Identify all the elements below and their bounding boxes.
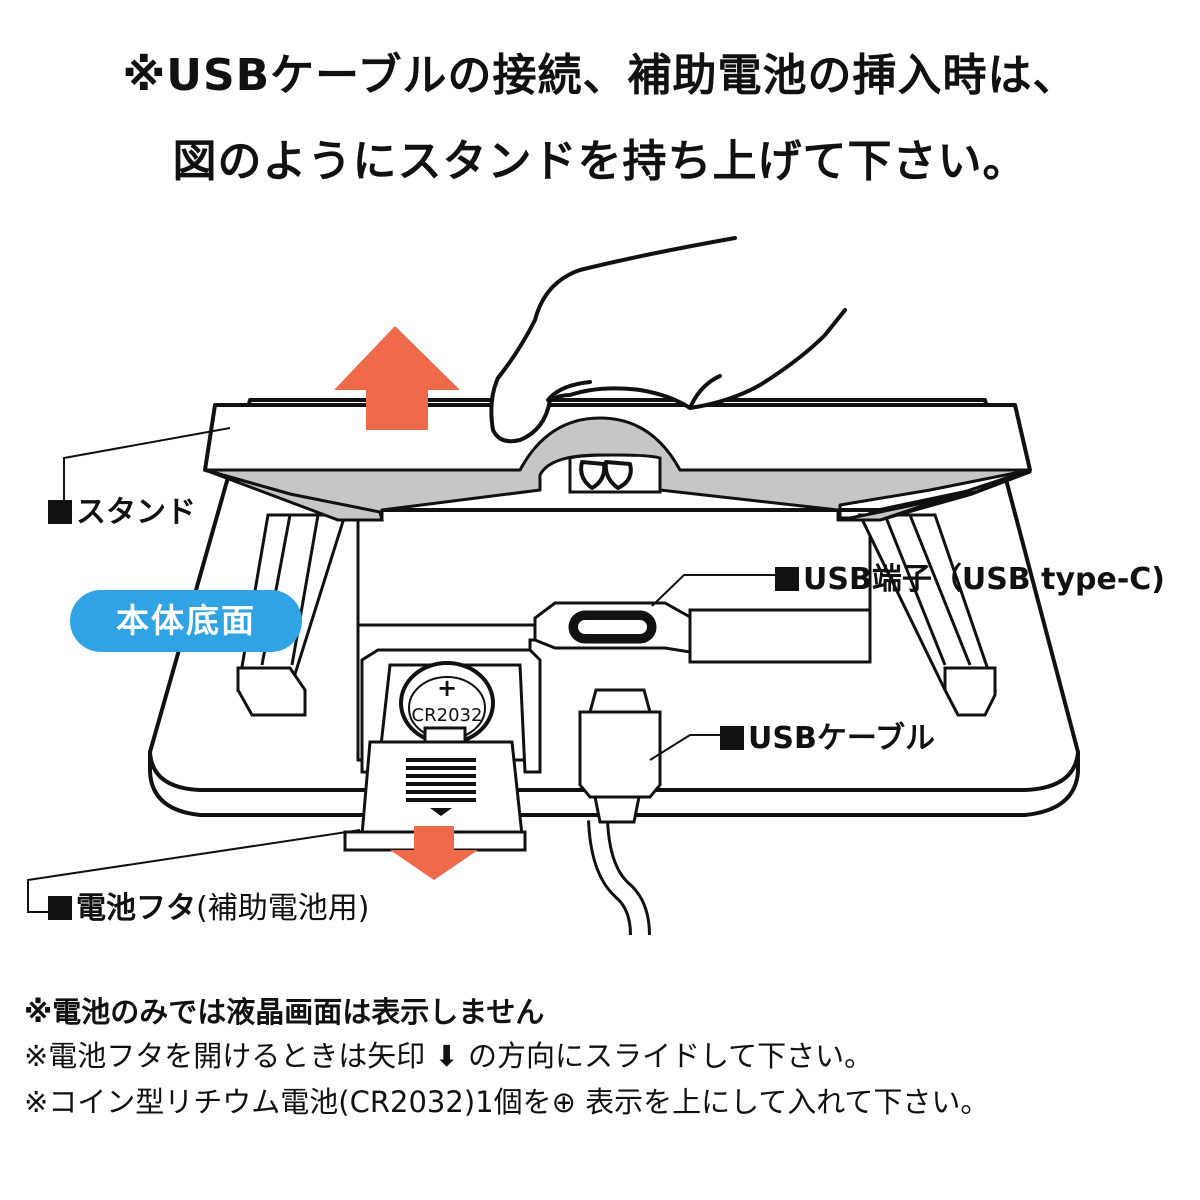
note-battery-only: ※電池のみでは液晶画面は表示しません bbox=[24, 998, 544, 1027]
label-usb-port: USB端子（USB type-C) bbox=[775, 565, 1165, 595]
square-bullet-icon bbox=[720, 726, 744, 750]
label-usb-cable: USBケーブル bbox=[720, 724, 935, 754]
label-stand: スタンド bbox=[48, 498, 196, 528]
label-stand-text: スタンド bbox=[76, 495, 196, 530]
note-open-lid: ※電池フタを開けるときは矢印 ⬇ の方向にスライドして下さい。 bbox=[24, 1042, 873, 1071]
label-usb-cable-text: USBケーブル bbox=[748, 721, 935, 756]
device-bottom-badge: 本体底面 bbox=[70, 590, 302, 652]
note-insert-battery: ※コイン型リチウム電池(CR2032)1個を⊕ 表示を上にして入れて下さい。 bbox=[24, 1088, 989, 1117]
label-usb-port-text: USB端子（USB type-C) bbox=[803, 562, 1165, 597]
label-battery-lid: 電池フタ(補助電池用) bbox=[48, 894, 369, 924]
square-bullet-icon bbox=[48, 500, 72, 524]
battery-plus-symbol: + bbox=[437, 674, 457, 702]
square-bullet-icon bbox=[48, 896, 72, 920]
label-battery-lid-note: (補助電池用) bbox=[196, 891, 369, 926]
battery-model-text: CR2032 bbox=[412, 705, 483, 726]
label-battery-lid-text: 電池フタ bbox=[76, 891, 196, 926]
square-bullet-icon bbox=[775, 567, 799, 591]
